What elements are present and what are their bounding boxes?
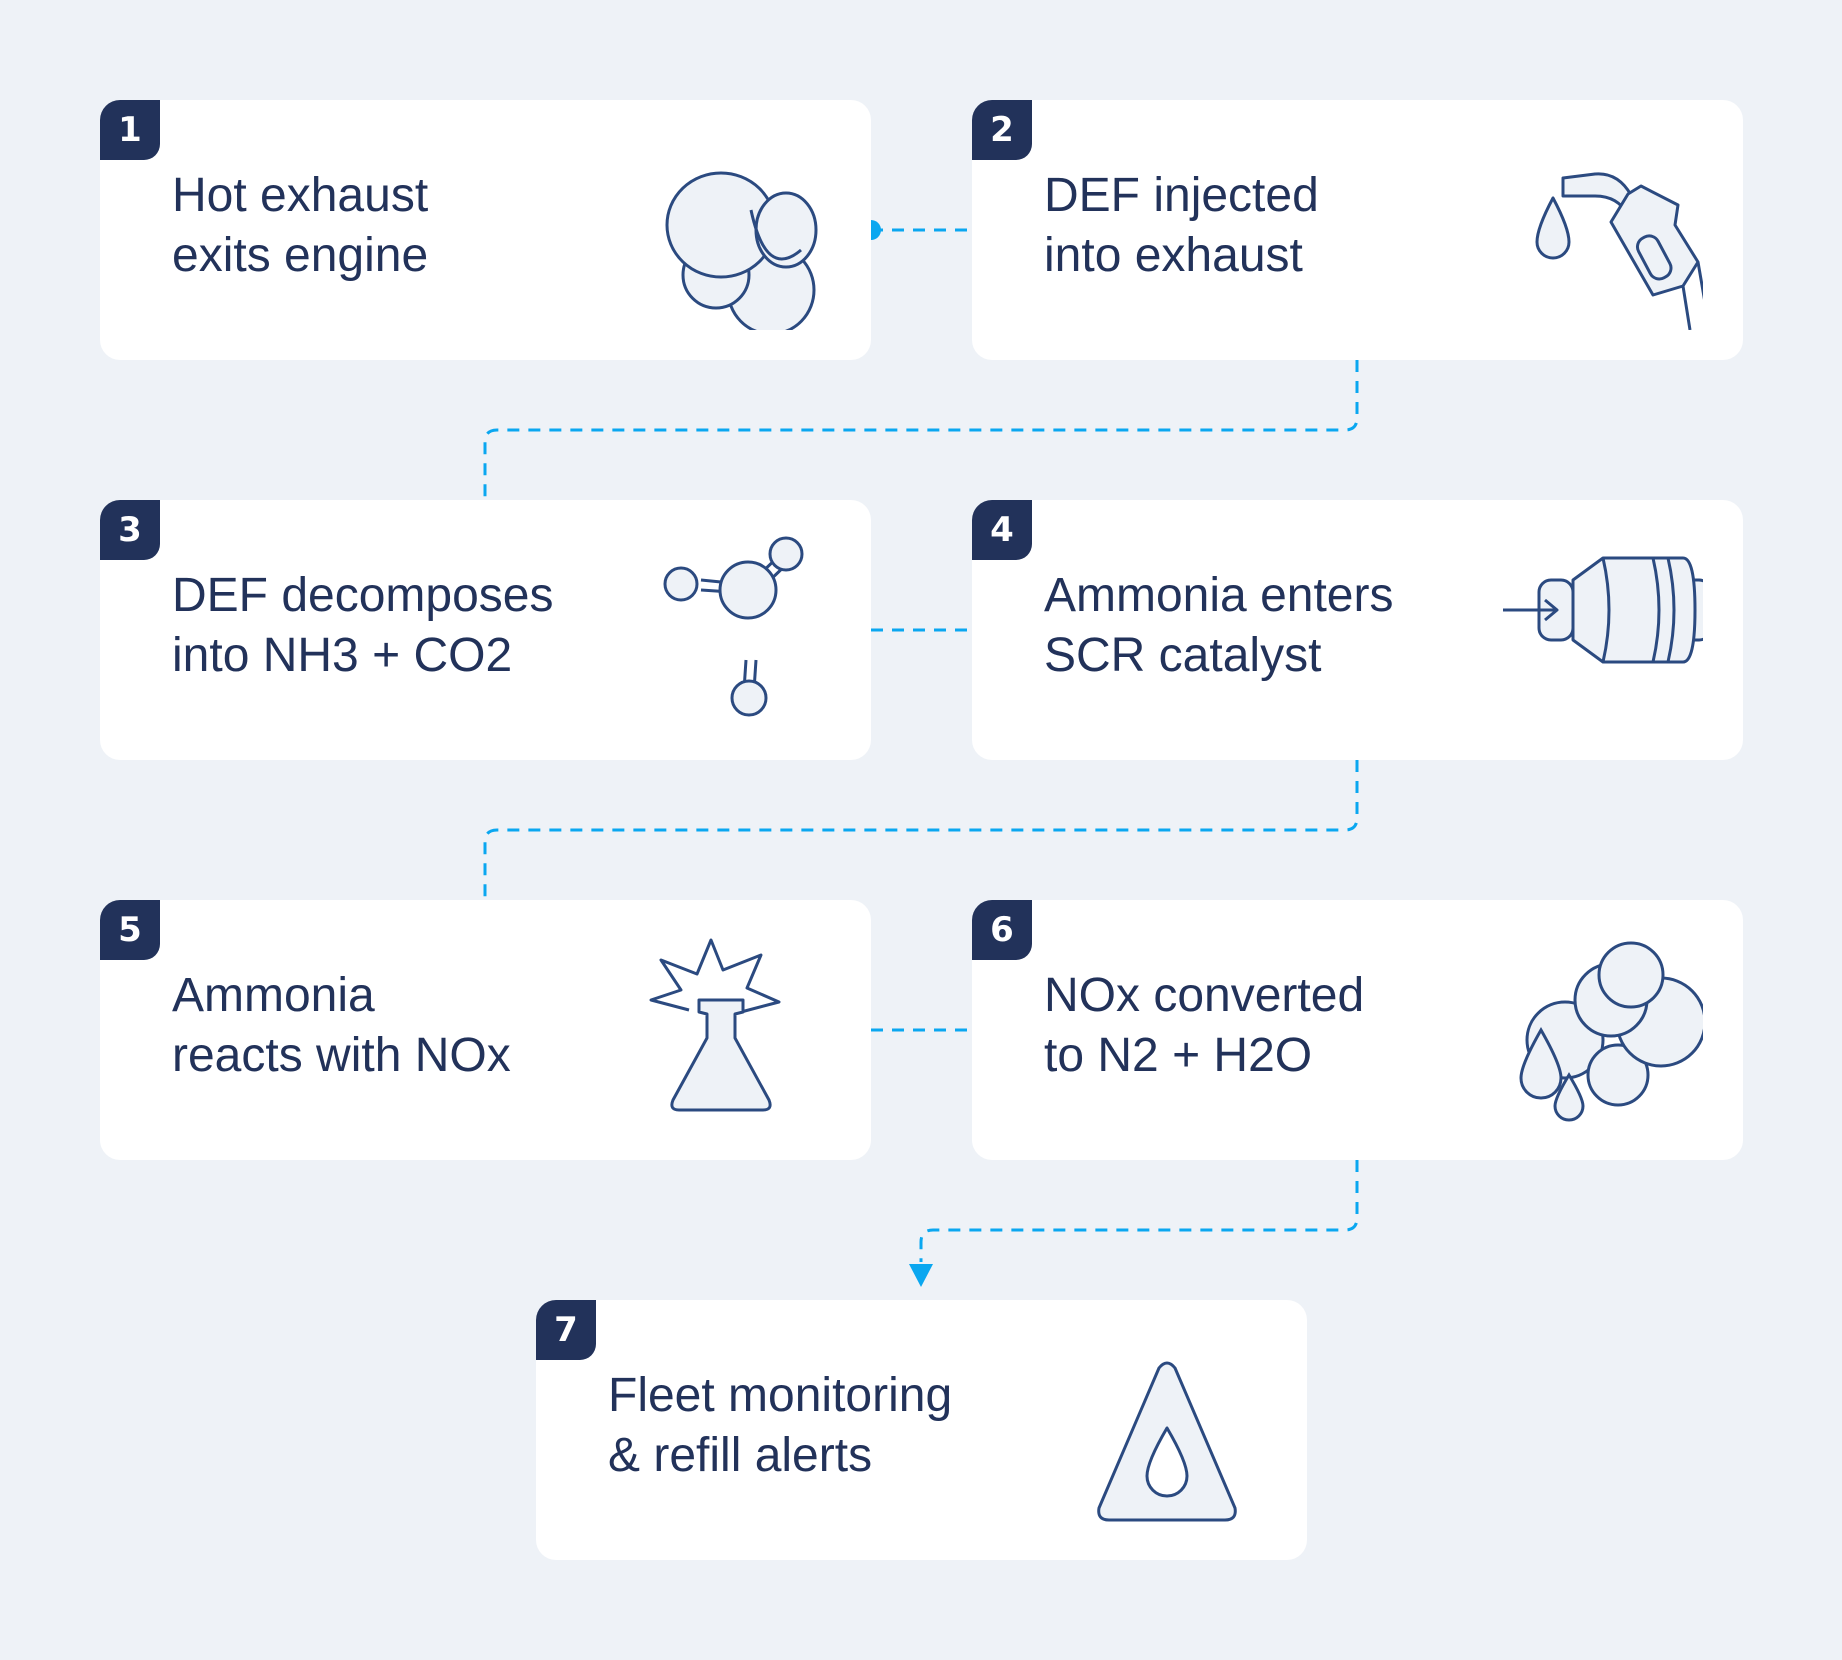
arrowhead-icon: [909, 1264, 933, 1287]
step-number-badge: 2: [972, 100, 1032, 160]
step-title: DEF decomposes into NH3 + CO2: [172, 569, 554, 682]
fuel-nozzle-drop-icon: [1535, 172, 1703, 330]
step-card-5: 5 Ammonia reacts with NOx: [100, 900, 871, 1160]
step-title: Fleet monitoring & refill alerts: [608, 1369, 953, 1482]
step-card-1: 1 Hot exhaust exits engine: [100, 100, 871, 360]
step-title: Ammonia enters SCR catalyst: [1044, 569, 1394, 682]
step-card-2: 2 DEF injected into exhaust: [972, 100, 1743, 360]
catalytic-converter-icon: [1503, 556, 1703, 664]
step-card-7: 7 Fleet monitoring & refill alerts: [536, 1300, 1307, 1560]
step-number-badge: 3: [100, 500, 160, 560]
step-number-badge: 4: [972, 500, 1032, 560]
step-number-badge: 5: [100, 900, 160, 960]
step-title: NOx converted to N2 + H2O: [1044, 969, 1365, 1082]
step-number-badge: 7: [536, 1300, 596, 1360]
reaction-flask-icon: [649, 938, 781, 1112]
molecule-icon: [663, 536, 804, 717]
step-card-4: 4 Ammonia enters SCR catalyst: [972, 500, 1743, 760]
step-title: DEF injected into exhaust: [1044, 169, 1319, 282]
step-number-badge: 6: [972, 900, 1032, 960]
step-card-3: 3 DEF decomposes into NH3 + CO2: [100, 500, 871, 760]
step-card-6: 6 NOx converted to N2 + H2O: [972, 900, 1743, 1160]
cloud-water-drops-icon: [1519, 941, 1703, 1122]
step-title: Hot exhaust exits engine: [172, 169, 429, 282]
step-number-badge: 1: [100, 100, 160, 160]
alert-triangle-drop-icon: [1097, 1361, 1237, 1522]
smoke-cloud-icon: [665, 171, 818, 330]
step-title: Ammonia reacts with NOx: [172, 969, 511, 1082]
